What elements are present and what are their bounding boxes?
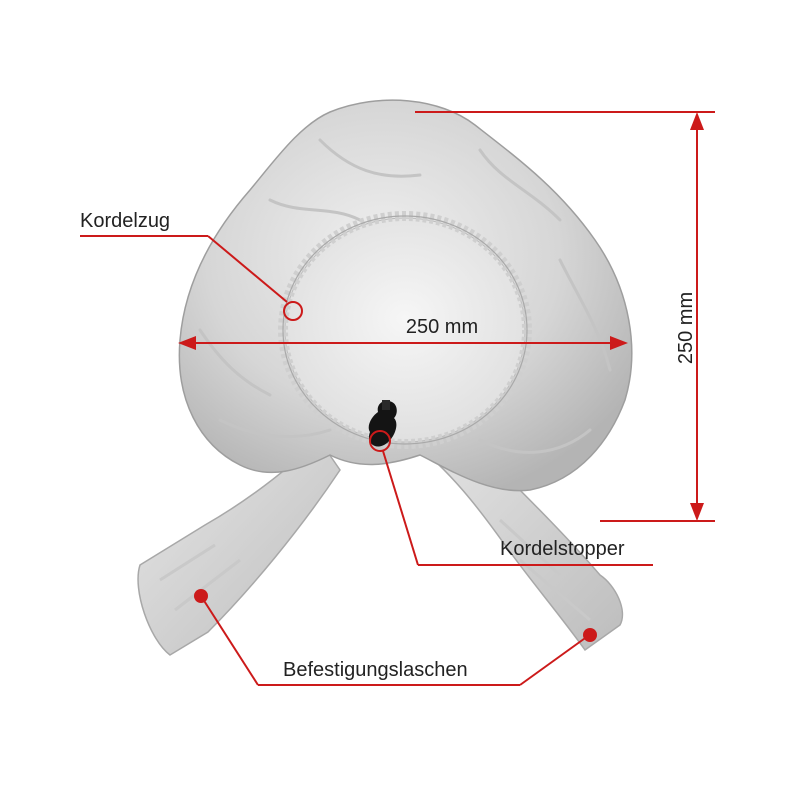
drawstring-label: Kordelzug — [80, 210, 170, 232]
mounting-straps-label: Befestigungslaschen — [283, 659, 468, 681]
strap-fold — [159, 543, 241, 612]
height-dimension-label: 250 mm — [675, 292, 697, 364]
cord-stopper-label: Kordelstopper — [500, 538, 625, 560]
width-dimension-label: 250 mm — [406, 316, 478, 338]
fabric-wrinkles — [198, 138, 612, 454]
strap-right-marker — [583, 628, 597, 642]
mounting-straps-callout — [200, 595, 589, 686]
left-strap — [137, 436, 341, 656]
height-dimension — [415, 111, 715, 522]
strap-left-marker — [194, 589, 208, 603]
drawstring-callout — [80, 235, 303, 321]
width-dimension — [178, 336, 628, 350]
drawstring-rim-outline — [282, 215, 528, 445]
cord-stopper — [368, 400, 397, 447]
cord-stopper-callout — [369, 430, 653, 566]
